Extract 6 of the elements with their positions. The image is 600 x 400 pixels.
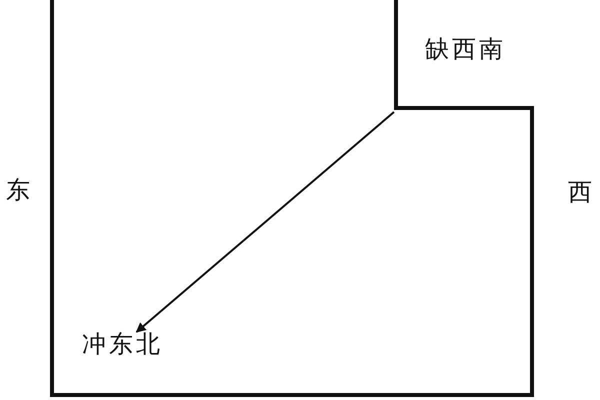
- floor-plan-outline: [50, 0, 535, 397]
- direction-label: 东: [6, 178, 33, 202]
- direction-label: 西: [568, 180, 595, 204]
- room-label: 冲东北: [82, 332, 163, 356]
- area-label: 缺西南: [425, 37, 506, 61]
- arrow: [136, 111, 395, 333]
